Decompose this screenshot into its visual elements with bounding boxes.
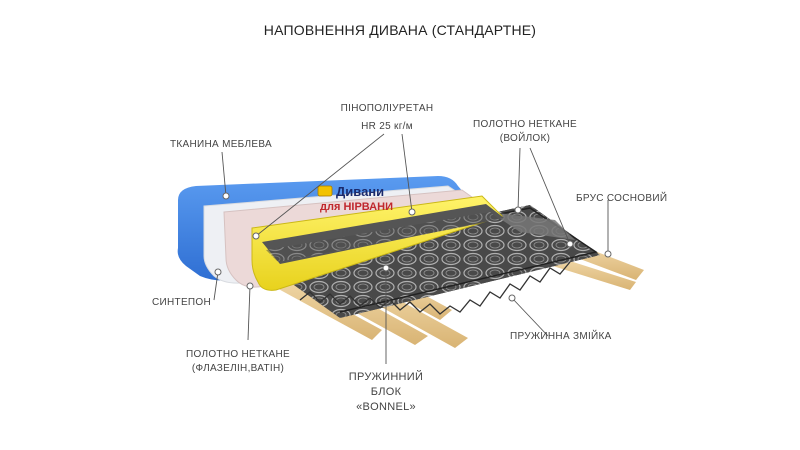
label-bonnel-line3: «BONNEL» — [356, 401, 416, 413]
label-fleece-line2: (ФЛАЗЕЛІН,ВАТІН) — [191, 363, 285, 374]
label-bonnel-line1: ПРУЖИННИЙ — [348, 371, 424, 383]
callout-dots — [214, 192, 612, 302]
label-fabric: ТКАНИНА МЕБЛЕВА — [170, 139, 272, 150]
label-foam-line2: HR 25 кг/м — [361, 121, 413, 132]
label-snake-spring: ПРУЖИННА ЗМІЙКА — [510, 331, 612, 342]
label-felt: ПОЛОТНО НЕТКАНЕ (ВОЙЛОК) — [470, 118, 580, 146]
callout-lines — [213, 133, 609, 364]
brand-line1: Дивани — [336, 184, 384, 199]
brand-line2: для НІРВАНИ — [320, 201, 393, 213]
brand-logo: Дивани для НІРВАНИ — [317, 184, 393, 213]
label-bonnel-line2: БЛОК — [370, 386, 402, 398]
bonnel-spring-block — [262, 205, 600, 318]
label-beam: БРУС СОСНОВИЙ — [576, 193, 668, 204]
page-title: НАПОВНЕННЯ ДИВАНА (СТАНДАРТНЕ) — [263, 22, 537, 38]
label-fleece: ПОЛОТНО НЕТКАНЕ (ФЛАЗЕЛІН,ВАТІН) — [178, 348, 298, 376]
label-sintepon: СИНТЕПОН — [152, 297, 211, 308]
label-felt-line1: ПОЛОТНО НЕТКАНЕ — [473, 119, 577, 130]
label-felt-line2: (ВОЙЛОК) — [499, 133, 551, 144]
label-foam: ПІНОПОЛІУРЕТАН HR 25 кг/м — [332, 102, 442, 134]
label-foam-line1: ПІНОПОЛІУРЕТАН — [340, 103, 434, 114]
label-bonnel: ПРУЖИННИЙ БЛОК «BONNEL» — [346, 370, 426, 415]
label-fleece-line1: ПОЛОТНО НЕТКАНЕ — [186, 349, 290, 360]
sofa-icon — [317, 185, 333, 197]
